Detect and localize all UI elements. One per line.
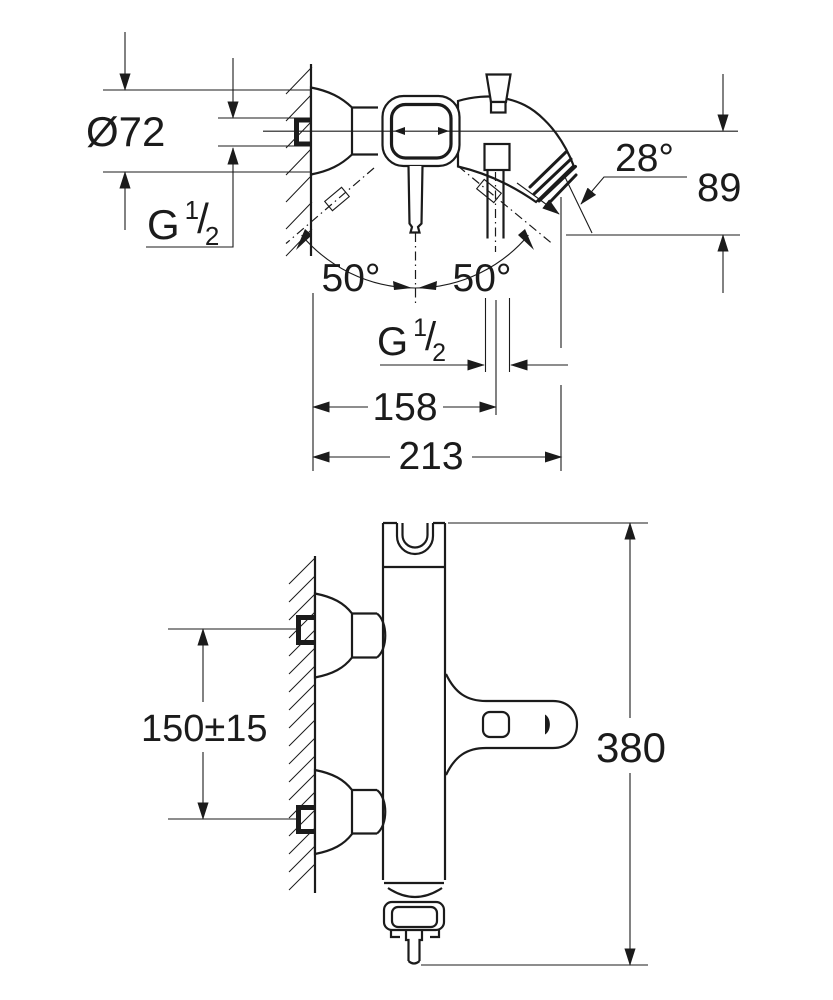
arc-arrow-left-outer	[296, 229, 312, 250]
lever-ghost-left	[323, 186, 351, 212]
spout-front-arc	[387, 887, 443, 899]
hose-extension-lines	[484, 298, 511, 415]
wall-hatch-front	[288, 557, 316, 891]
temp-handle	[445, 673, 579, 776]
dim-swing-right-label: 50°	[453, 257, 512, 300]
outlet-clips	[389, 930, 441, 939]
connector	[352, 106, 378, 156]
hose-block	[483, 142, 511, 172]
dim-swing-left-label: 50°	[322, 257, 381, 300]
dim-diameter-label: Ø72	[86, 108, 165, 155]
escutcheon-lower	[313, 768, 354, 856]
dim-150-label: 150±15	[141, 708, 268, 750]
spout-aerator	[528, 150, 578, 204]
dia-extension-lines	[103, 89, 311, 173]
arc-arrow-left-inner	[393, 281, 412, 290]
inlet-extension-lines	[168, 628, 300, 820]
hthread-slash: /	[425, 315, 437, 359]
shower-holder-outer	[395, 523, 435, 556]
thread-prefix: G	[147, 201, 180, 248]
lever-ghost-right	[475, 178, 503, 204]
escutcheon-upper	[313, 592, 354, 679]
side-view	[263, 64, 738, 307]
wall-hatch	[285, 66, 313, 257]
inlet-nipple-upper	[296, 615, 315, 645]
hthread-prefix: G	[377, 320, 408, 364]
thread-extension-lines	[218, 117, 296, 147]
flow-arc-arrow	[516, 182, 560, 215]
angle-28-leader	[580, 176, 687, 205]
body-outline	[381, 521, 447, 880]
handle-icon	[481, 710, 511, 739]
lever	[407, 165, 424, 234]
lever-swing-line-right	[457, 165, 553, 244]
diverter-stem	[489, 100, 507, 114]
dim-380-label: 380	[596, 724, 666, 771]
thread-sub: 2	[205, 221, 219, 251]
connector-upper	[352, 612, 387, 659]
hthread-sup: 1	[413, 314, 427, 342]
front-view	[168, 521, 579, 965]
arc-arrow-right-inner	[418, 281, 437, 290]
dim-158-label: 158	[372, 386, 437, 429]
hthread-sub: 2	[432, 339, 446, 367]
inlet-nipple-lower	[296, 805, 315, 834]
thread-leader	[146, 147, 239, 248]
lever-swing-arc	[301, 234, 529, 289]
diverter-knob	[485, 73, 512, 104]
inlet-nipple	[294, 117, 311, 147]
dim-spout-drop-label: 89	[697, 166, 742, 210]
hose-nipple	[486, 170, 505, 239]
outlet-inner	[390, 905, 439, 929]
dim-spout-angle-label: 28°	[615, 137, 674, 180]
handle-mark	[545, 714, 550, 735]
thread-slash: /	[197, 195, 209, 242]
outlet-block	[382, 900, 446, 932]
front-view-dimensions: 380 150±15	[141, 522, 666, 966]
stream-line	[563, 174, 593, 234]
hose-connector-front	[404, 931, 424, 965]
shower-holder-inner	[401, 523, 429, 549]
thread-sup: 1	[185, 195, 199, 225]
dim-213-label: 213	[398, 435, 463, 478]
lever-swing-line-left	[285, 167, 375, 244]
arc-arrow-right-outer	[518, 229, 534, 250]
connector-lower	[352, 788, 387, 835]
